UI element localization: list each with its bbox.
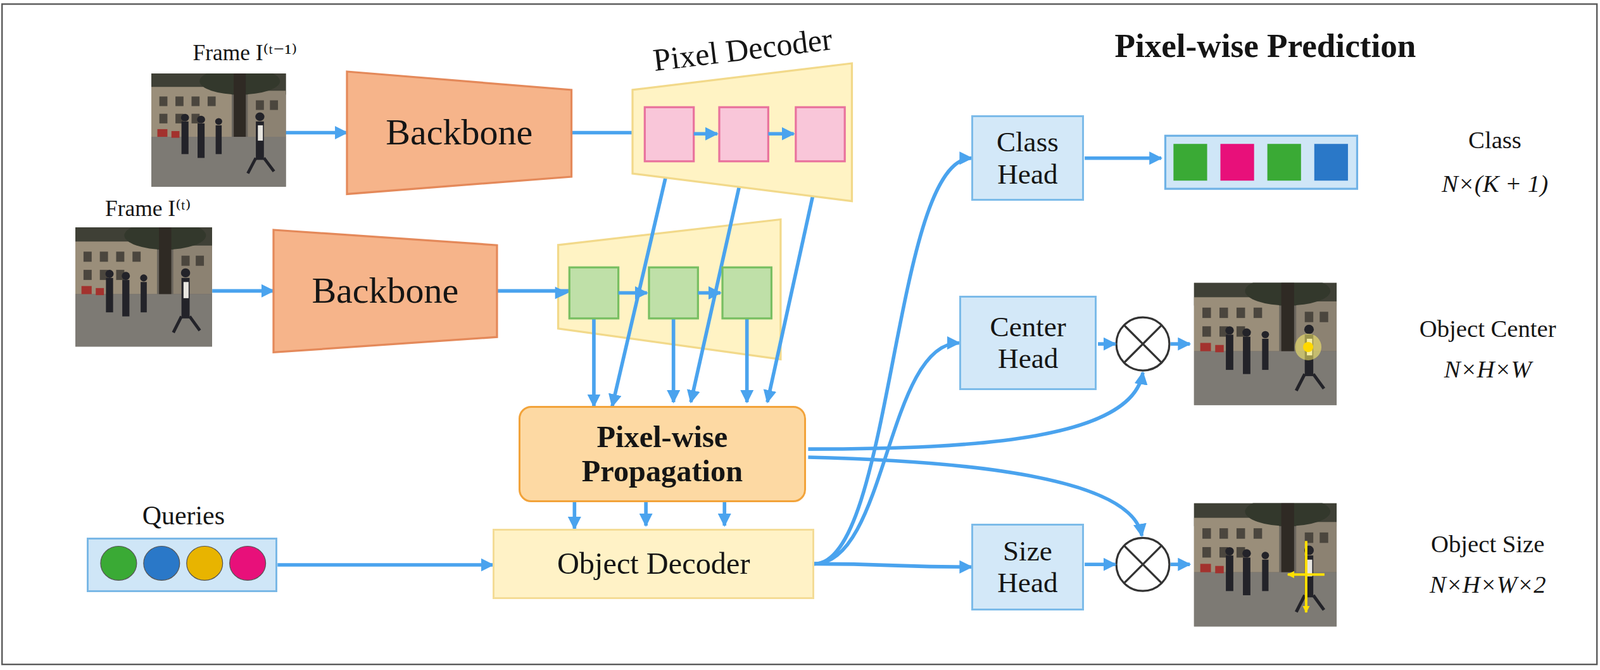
box-label: Pixel-wise Propagation xyxy=(524,419,800,489)
feature-arrow xyxy=(722,502,727,526)
pixel-decoder: Pixel Decoder xyxy=(632,63,852,202)
frame-photo xyxy=(151,67,287,187)
heading-label: Queries xyxy=(142,500,225,530)
head-box: Class Head xyxy=(971,115,1084,201)
pixel-decoder-shape xyxy=(632,63,852,202)
feature-arrow xyxy=(1170,562,1191,567)
pixel-decoder-shape xyxy=(632,63,852,202)
head-box: Center Head xyxy=(959,295,1098,390)
feature-square xyxy=(795,107,845,161)
flow-arrow xyxy=(277,562,493,567)
size-output-image xyxy=(1194,497,1338,627)
box-label: Size Head xyxy=(977,535,1078,599)
output-name: Class xyxy=(1468,126,1522,154)
figure-layer xyxy=(1,3,1597,665)
multiply-symbol xyxy=(1116,537,1170,591)
frame-photo xyxy=(151,73,287,187)
feature-arrow xyxy=(671,318,676,403)
feature-arrow xyxy=(693,131,718,136)
center-output-image xyxy=(1194,276,1338,406)
output-shape: N×(K + 1) xyxy=(1441,170,1549,198)
output-name: Object Center xyxy=(1419,315,1557,343)
multiply-symbol xyxy=(1116,537,1170,591)
feature-square xyxy=(719,107,769,161)
feature-arrow xyxy=(767,161,821,403)
feature-arrow xyxy=(1084,156,1162,161)
center-output-image xyxy=(1303,341,1314,353)
flow-arrow xyxy=(573,502,577,529)
feature-layer xyxy=(555,267,772,319)
feature-square xyxy=(645,107,694,161)
size-output-image xyxy=(1287,540,1325,613)
backbone-block: Backbone xyxy=(273,229,498,353)
arrow-head xyxy=(555,286,569,299)
frame-photo xyxy=(75,221,213,347)
frame-photo xyxy=(75,227,213,347)
box-label: Object Decoder xyxy=(557,546,751,581)
center-output-image xyxy=(1194,276,1338,406)
box-label: Backbone xyxy=(385,112,533,154)
feature-square xyxy=(569,267,772,319)
class-output xyxy=(1314,143,1349,181)
propagation-box: Pixel-wise Propagation xyxy=(518,405,807,502)
class-output xyxy=(1267,143,1302,181)
multiply-symbol xyxy=(1124,545,1162,583)
query-dot xyxy=(143,546,180,581)
heading-label: Frame I⁽ᵗ⁻¹⁾ xyxy=(192,40,297,66)
class-output xyxy=(1173,143,1207,181)
figure-frame xyxy=(1,3,1597,665)
output-name: Object Size xyxy=(1430,530,1545,558)
flow-arrow xyxy=(285,131,347,135)
feature-arrow xyxy=(768,131,794,136)
flow-arrow xyxy=(814,158,972,565)
feature-arrow xyxy=(1084,562,1115,567)
multiply-symbol xyxy=(1124,325,1162,363)
frame-image: Frame I⁽ᵗ⁾ xyxy=(75,227,213,347)
center-output-image xyxy=(1294,333,1322,361)
decoder-box: Object Decoder xyxy=(492,528,815,599)
size-output-image xyxy=(1194,497,1338,627)
feature-square xyxy=(648,267,698,319)
box-label: Backbone xyxy=(311,270,459,312)
feature-arrow xyxy=(643,502,648,526)
flow-arrow xyxy=(814,342,960,564)
class-output xyxy=(1220,143,1254,181)
feature-arrow xyxy=(618,291,648,296)
head-box: Size Head xyxy=(971,523,1084,611)
multiply-symbol xyxy=(1116,317,1170,371)
class-output xyxy=(1165,135,1357,189)
heading-label: Frame I⁽ᵗ⁾ xyxy=(105,196,191,223)
frame-image: Frame I⁽ᵗ⁻¹⁾ xyxy=(151,73,287,187)
feature-arrow xyxy=(1170,341,1191,346)
query-dots xyxy=(88,539,276,590)
output-shape: N×H×W×2 xyxy=(1429,571,1547,599)
output-shape: N×H×W xyxy=(1444,355,1532,384)
feature-square xyxy=(569,267,618,319)
query-dot xyxy=(186,546,223,581)
queries-box: Queries xyxy=(86,537,278,592)
backbone-shape xyxy=(273,229,498,353)
flow-arrow xyxy=(212,288,274,293)
box-label: Class Head xyxy=(977,125,1078,190)
feature-arrow xyxy=(697,291,720,296)
feature-arrow xyxy=(618,291,721,296)
feature-arrow xyxy=(745,318,750,403)
feature-square xyxy=(722,267,772,319)
class-output xyxy=(1165,135,1357,189)
section-title: Pixel-wise Prediction xyxy=(1114,27,1416,65)
query-dot xyxy=(100,546,137,581)
backbone-block: Backbone xyxy=(346,71,572,194)
flow-arrow xyxy=(814,563,972,567)
multiply-symbol xyxy=(1116,317,1170,371)
backbone-shape xyxy=(346,71,572,194)
feature-arrow xyxy=(1097,341,1115,346)
box-label: Center Head xyxy=(965,310,1091,375)
feature-arrow xyxy=(645,158,1190,565)
query-dot xyxy=(229,546,266,581)
